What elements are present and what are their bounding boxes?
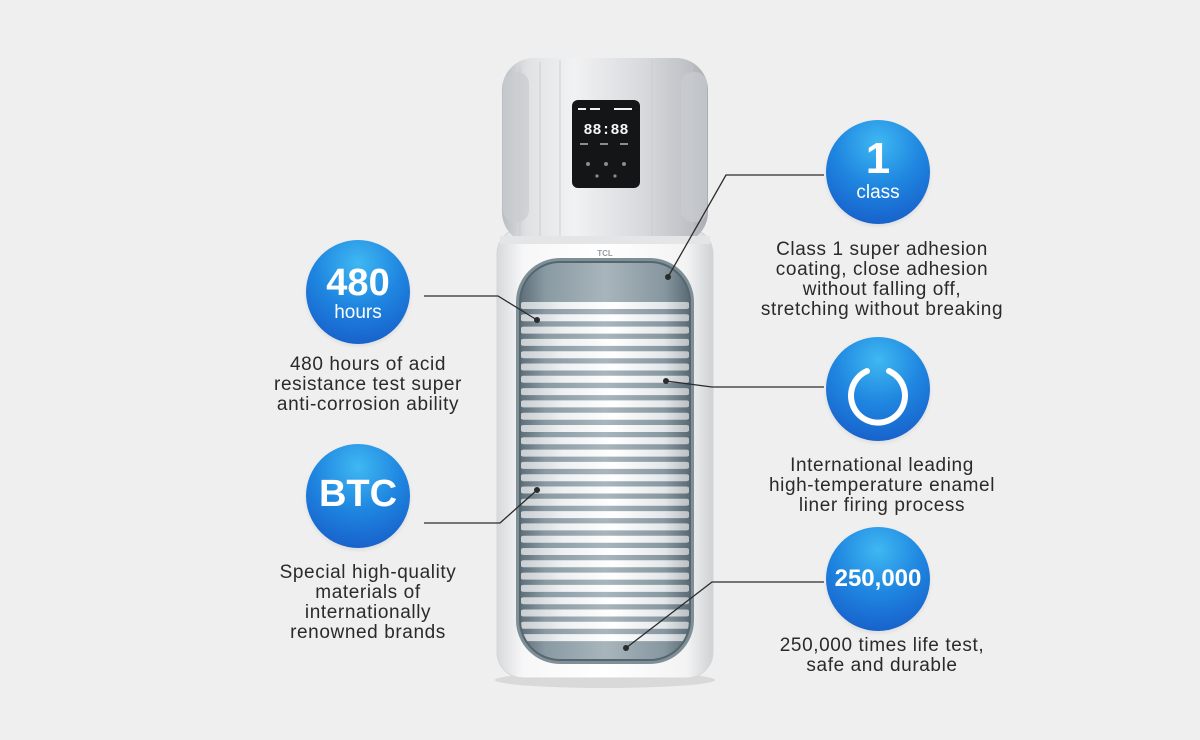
class-badge-unit: class [856,182,900,203]
hours-badge-value: 480 [326,262,390,304]
caption-line: coating, close adhesion [775,259,989,280]
caption-line: high-temperature enamel [768,475,996,496]
enamel-caption: International leading high-temperature e… [722,456,1042,516]
hours-badge-unit: hours [334,302,382,323]
caption-line: renowned brands [290,622,446,643]
caption-line: anti-corrosion ability [276,394,460,415]
hours-badge: 480 hours [306,240,410,344]
coil-ring [520,535,690,543]
caption-line: materials of [315,582,421,603]
life-test-badge-value: 250,000 [834,565,922,592]
coil-ring [520,351,690,359]
adhesion-caption: Class 1 super adhesion coating, close ad… [722,240,1042,320]
coil-ring [520,400,690,408]
btc-badge-label: BTC [318,473,398,515]
coil-ring [520,425,690,432]
coil-ring [520,375,690,383]
coil-ring [520,388,690,396]
caption-line: 480 hours of acid [290,354,446,375]
enamel-badge [826,337,930,441]
coil-ring [520,326,690,334]
coil-ring [520,412,690,420]
coil-ring [520,338,690,346]
btc-badge: BTC [306,444,410,548]
life-test-caption: 250,000 times life test, safe and durabl… [722,636,1042,676]
coil-ring [520,584,690,592]
caption-line: stretching without breaking [760,299,1004,320]
coil-ring [520,437,690,445]
caption-line: 250,000 times life test, [779,635,985,656]
coil-ring [520,449,690,457]
coil-ring [520,474,690,482]
caption-line: liner firing process [798,495,966,516]
coil-ring [520,486,690,494]
coil-ring [520,511,690,519]
coil-ring [520,572,690,580]
caption-line: safe and durable [806,655,958,676]
caption-line: resistance test super [274,374,462,395]
display-digits: 88:88 [583,122,628,139]
coil-ring [520,314,690,322]
coil-ring [520,523,690,531]
coil-ring [520,634,690,642]
ring-icon [848,368,908,426]
acid-resistance-caption: 480 hours of acid resistance test super … [225,355,511,415]
coil-ring [520,548,690,555]
coil-ring [520,597,690,605]
coil-ring [520,609,690,617]
life-test-badge: 250,000 [826,527,930,631]
caption-line: Class 1 super adhesion [776,239,988,260]
coil-ring [520,302,690,309]
caption-line: without falling off, [802,279,962,300]
caption-line: International leading [790,455,974,476]
caption-line: internationally [304,602,432,623]
coil-ring [520,461,690,469]
coil-ring [520,363,690,371]
class-badge: 1 class [826,120,930,224]
class-badge-value: 1 [865,134,891,183]
materials-caption: Special high-quality materials of intern… [225,563,511,643]
coil-ring [520,560,690,568]
coil-ring [520,621,690,629]
coil-ring [520,498,690,506]
brand-text: TCL [597,249,613,258]
caption-line: Special high-quality [279,562,457,583]
